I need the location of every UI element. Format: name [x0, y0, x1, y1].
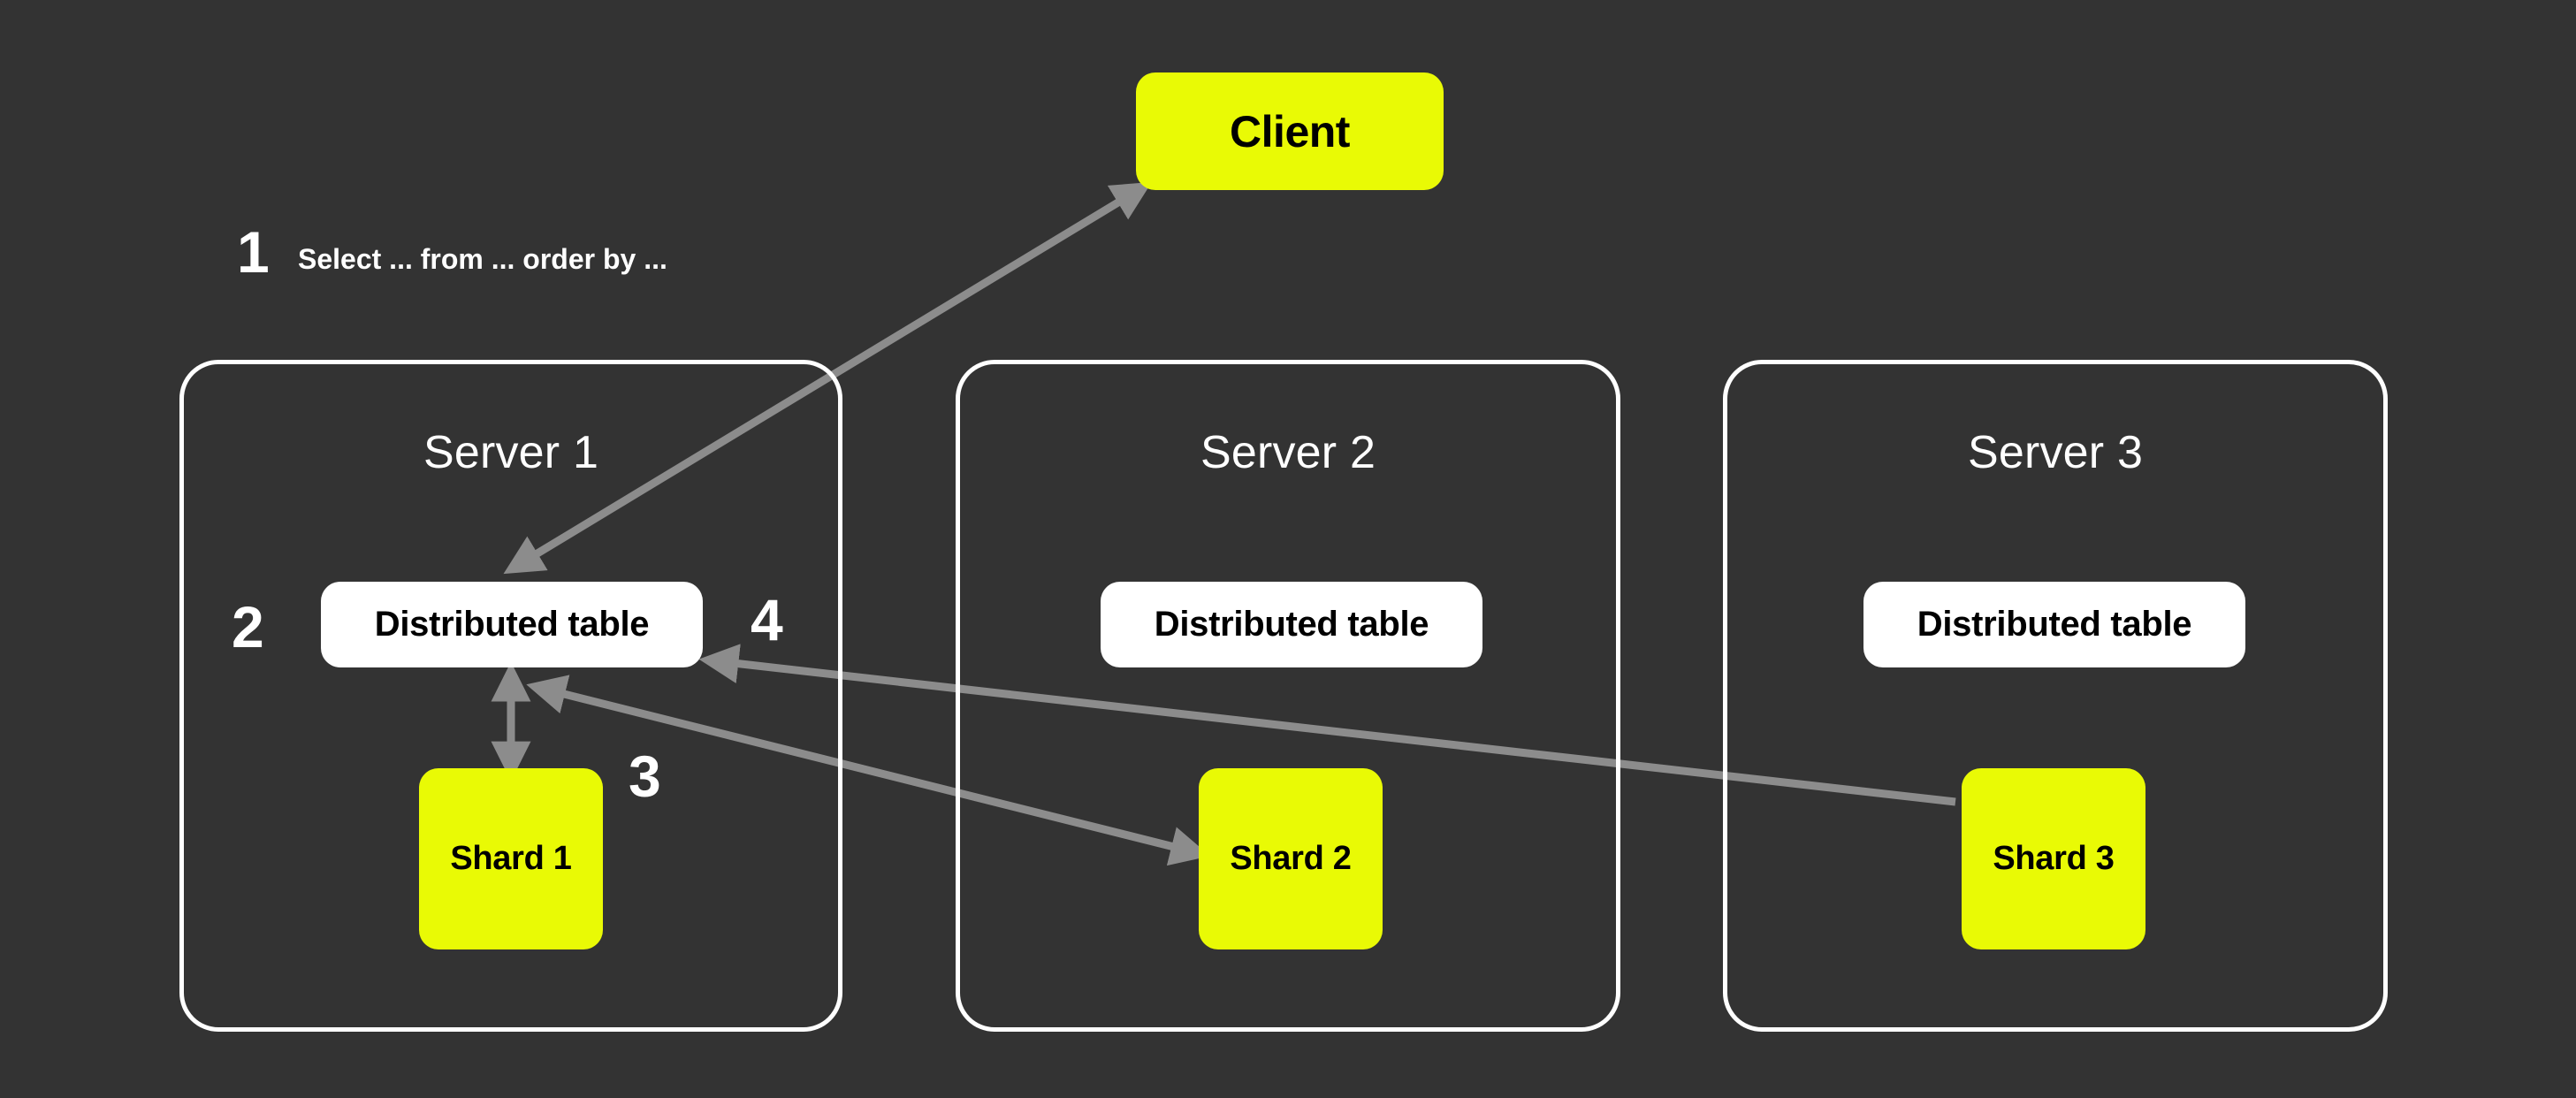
distributed-table-label-2: Distributed table [1154, 605, 1429, 644]
step-number-3: 3 [629, 743, 661, 809]
shard-box-1[interactable]: Shard 1 [419, 768, 603, 949]
client-label: Client [1230, 106, 1350, 156]
step-number-1: 1 [237, 219, 270, 285]
client-box[interactable]: Client [1136, 72, 1444, 190]
distributed-table-server-2[interactable]: Distributed table [1101, 582, 1482, 667]
shard-label-3: Shard 3 [1993, 840, 2115, 877]
step-1-query-caption: Select ... from ... order by ... [298, 243, 667, 275]
distributed-table-server-1[interactable]: Distributed table [321, 582, 703, 667]
step-number-2: 2 [232, 594, 264, 660]
server-panel-2 [956, 360, 1620, 1032]
shard-label-1: Shard 1 [450, 840, 572, 877]
server-3-title: Server 3 [1967, 427, 2144, 478]
distributed-table-label-1: Distributed table [374, 605, 650, 644]
server-2-title: Server 2 [1200, 427, 1376, 478]
shard-label-2: Shard 2 [1230, 840, 1352, 877]
step-number-4: 4 [751, 587, 783, 652]
server-panel-3 [1723, 360, 2388, 1032]
server-1-title: Server 1 [423, 427, 599, 478]
distributed-table-server-3[interactable]: Distributed table [1863, 582, 2245, 667]
shard-box-3[interactable]: Shard 3 [1962, 768, 2145, 949]
server-panel-1 [179, 360, 842, 1032]
shard-box-2[interactable]: Shard 2 [1199, 768, 1383, 949]
distributed-table-label-3: Distributed table [1917, 605, 2192, 644]
